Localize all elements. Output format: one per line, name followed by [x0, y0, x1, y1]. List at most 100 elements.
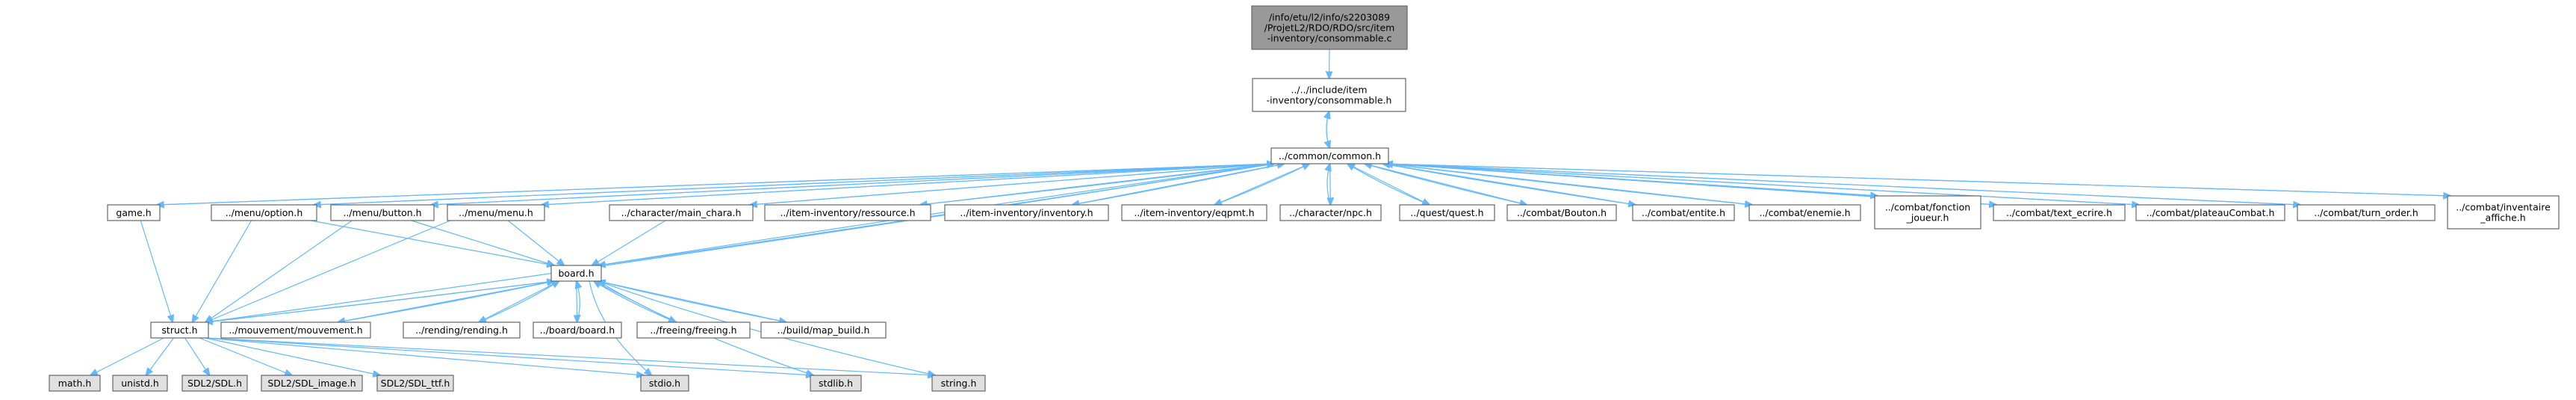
node-label: ../freeing/freeing.h	[650, 324, 736, 336]
include-edge	[205, 220, 353, 322]
header-file-node[interactable]: ../rending/rending.h	[403, 321, 521, 339]
system-header-node: SDL2/SDL_ttf.h	[376, 375, 454, 392]
node-label: ../combat/fonction	[1885, 202, 1970, 213]
node-label: SDL2/SDL.h	[187, 378, 242, 389]
header-file-node[interactable]: ../item-inventory/eqpmt.h	[1121, 204, 1267, 221]
node-label: _affiche.h	[2480, 212, 2525, 224]
system-header-node: stdlib.h	[810, 375, 862, 392]
node-label: ../combat/Bouton.h	[1517, 207, 1607, 218]
include-edge	[338, 281, 554, 323]
node-label: string.h	[941, 378, 977, 389]
include-edge	[205, 337, 935, 375]
header-file-node[interactable]: ../combat/fonction_joueur.h	[1874, 195, 1981, 230]
node-label: ../quest/quest.h	[1410, 207, 1483, 218]
include-edge	[199, 337, 292, 375]
header-file-node[interactable]: ../combat/enemie.h	[1748, 204, 1861, 221]
include-edge	[749, 164, 1274, 206]
node-label: ../menu/option.h	[226, 207, 303, 218]
node-label: ../common/common.h	[1279, 150, 1381, 161]
header-file-node[interactable]: ../item-inventory/ressource.h	[764, 204, 931, 221]
system-header-node: SDL2/SDL.h	[181, 375, 248, 392]
header-file-node[interactable]: ../../include/item-inventory/consommable…	[1252, 78, 1406, 112]
node-label: ../combat/text_ecrire.h	[2006, 207, 2112, 218]
include-edge	[205, 220, 451, 322]
include-edge	[1385, 164, 2140, 206]
header-file-node[interactable]: ../menu/option.h	[211, 204, 317, 221]
header-file-node[interactable]: struct.h	[150, 321, 209, 339]
include-edge	[479, 280, 559, 322]
node-label: ../../include/item	[1291, 84, 1367, 96]
nodes-layer: /info/etu/l2/info/s2203089/ProjetL2/RDO/…	[49, 5, 2560, 392]
header-file-node[interactable]: ../menu/button.h	[330, 204, 435, 221]
include-edge	[1385, 164, 2451, 197]
header-file-node[interactable]: ../item-inventory/inventory.h	[944, 204, 1109, 221]
focus-file-node[interactable]: /info/etu/l2/info/s2203089/ProjetL2/RDO/…	[1251, 5, 1408, 50]
include-edge	[598, 280, 786, 322]
node-label: ../character/main_chara.h	[621, 207, 742, 218]
node-label: math.h	[58, 378, 92, 389]
node-label: ../item-inventory/ressource.h	[780, 207, 915, 218]
system-header-node: unistd.h	[112, 375, 168, 392]
include-edge	[592, 220, 666, 265]
include-edge	[1347, 163, 1430, 205]
node-label: ../character/npc.h	[1289, 207, 1372, 218]
header-file-node[interactable]: ../combat/plateauCombat.h	[2135, 204, 2285, 221]
header-file-node[interactable]: ../common/common.h	[1270, 147, 1389, 164]
header-file-node[interactable]: ../combat/Bouton.h	[1506, 204, 1617, 221]
node-label: -inventory/consommable.h	[1267, 95, 1392, 106]
node-label: /ProjetL2/RDO/RDO/src/item	[1264, 22, 1395, 34]
header-file-node[interactable]: ../quest/quest.h	[1399, 204, 1495, 221]
include-edge	[205, 337, 380, 375]
node-label: unistd.h	[121, 378, 159, 389]
node-label: board.h	[559, 268, 595, 279]
include-edge	[1072, 164, 1284, 206]
node-label: struct.h	[161, 324, 197, 336]
include-edge	[478, 281, 559, 323]
node-label: ../board/board.h	[540, 324, 615, 336]
header-file-node[interactable]: ../character/npc.h	[1279, 204, 1382, 221]
header-file-node[interactable]: ../combat/inventaire_affiche.h	[2447, 195, 2560, 230]
include-edge	[507, 220, 564, 265]
header-file-node[interactable]: ../menu/menu.h	[447, 204, 545, 221]
node-label: ../combat/plateauCombat.h	[2147, 207, 2275, 218]
node-label: ../item-inventory/eqpmt.h	[1134, 207, 1254, 218]
include-edge	[205, 163, 1275, 322]
node-label: stdlib.h	[819, 378, 853, 389]
system-header-node: stdio.h	[640, 375, 689, 392]
include-edge	[184, 337, 210, 375]
header-file-node[interactable]: game.h	[107, 204, 161, 221]
include-edge	[192, 220, 252, 322]
include-edge	[205, 281, 554, 323]
include-edge	[140, 220, 173, 322]
include-edge	[1385, 164, 1753, 206]
include-edge	[1330, 163, 1331, 205]
node-label: ../combat/inventaire	[2456, 202, 2551, 213]
header-file-node[interactable]: board.h	[550, 265, 602, 282]
header-file-node[interactable]: ../board/board.h	[533, 321, 622, 339]
node-label: ../combat/turn_order.h	[2314, 207, 2418, 218]
header-file-node[interactable]: ../combat/text_ecrire.h	[1993, 204, 2126, 221]
node-label: ../menu/menu.h	[459, 207, 533, 218]
node-label: SDL2/SDL_ttf.h	[381, 378, 450, 389]
header-file-node[interactable]: ../character/main_chara.h	[609, 204, 754, 221]
header-file-node[interactable]: ../combat/turn_order.h	[2297, 204, 2436, 221]
node-label: SDL2/SDL_image.h	[267, 378, 356, 389]
include-edge	[1214, 164, 1309, 206]
system-header-node: SDL2/SDL_image.h	[261, 375, 363, 392]
system-header-node: string.h	[931, 375, 986, 392]
include-edge	[1347, 164, 1430, 206]
node-label: -inventory/consommable.c	[1267, 33, 1392, 44]
include-edge	[146, 337, 175, 375]
header-file-node[interactable]: ../mouvement/mouvement.h	[220, 321, 371, 339]
include-edge	[205, 337, 644, 375]
node-label: ../combat/entite.h	[1642, 207, 1725, 218]
include-edge	[598, 281, 786, 323]
header-file-node[interactable]: ../freeing/freeing.h	[636, 321, 751, 339]
header-file-node[interactable]: ../build/map_build.h	[760, 321, 887, 339]
include-edge	[1383, 164, 1636, 206]
include-edge	[205, 337, 813, 375]
include-edge	[430, 164, 1274, 206]
header-file-node[interactable]: ../combat/entite.h	[1632, 204, 1735, 221]
include-edge	[90, 337, 164, 375]
